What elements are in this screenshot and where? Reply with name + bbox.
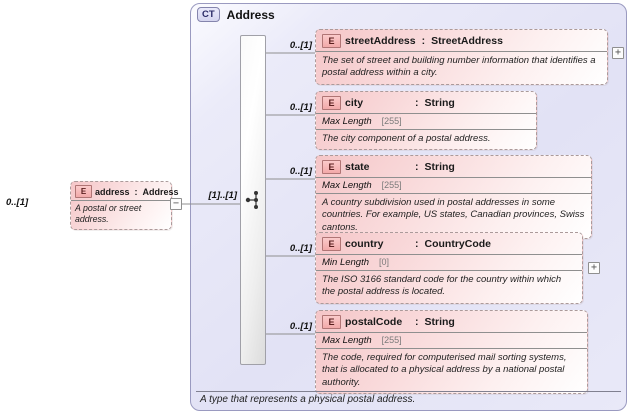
element-name: state	[345, 161, 370, 173]
cardinality-city: 0..[1]	[289, 102, 312, 113]
element-address[interactable]: E address : Address A postal or street a…	[70, 181, 179, 230]
type-separator: :	[415, 238, 419, 250]
type-separator: :	[421, 35, 426, 47]
element-postalCode[interactable]: E postalCode : String Max Length [255] T…	[315, 310, 588, 395]
element-name: address	[95, 186, 130, 197]
facet-value: [0]	[379, 257, 390, 267]
element-icon: E	[75, 185, 92, 198]
element-title-row: E country : CountryCode	[316, 233, 582, 254]
complex-type-title: Address	[226, 7, 275, 22]
footer-divider	[196, 391, 621, 392]
cardinality-streetAddress: 0..[1]	[289, 40, 312, 51]
root-cardinality: 0..[1]	[6, 197, 29, 208]
element-icon: E	[322, 34, 341, 48]
type-separator: :	[415, 97, 419, 109]
element-title-row: E city : String	[316, 92, 536, 113]
element-country[interactable]: E country : CountryCode Min Length [0] T…	[315, 232, 583, 304]
element-title-row: E streetAddress : StreetAddress	[316, 30, 607, 51]
element-type: String	[424, 97, 455, 109]
element-streetAddress[interactable]: E streetAddress : StreetAddress The set …	[315, 29, 608, 85]
element-description: The city component of a postal address.	[316, 129, 536, 149]
facet-label: Min Length	[322, 257, 370, 268]
sequence-compositor-icon	[245, 191, 258, 209]
element-name: streetAddress	[345, 35, 416, 47]
element-description: A postal or street address.	[71, 200, 171, 229]
expand-toggle-streetAddress[interactable]: +	[612, 47, 624, 59]
element-type: String	[424, 161, 455, 173]
element-city[interactable]: E city : String Max Length [255] The cit…	[315, 91, 537, 151]
facet-label: Max Length	[322, 180, 372, 191]
element-title-row: E postalCode : String	[316, 311, 587, 332]
cardinality-postalCode: 0..[1]	[289, 321, 312, 332]
element-icon: E	[322, 96, 341, 110]
element-description: The ISO 3166 standard code for the count…	[316, 270, 582, 303]
cardinality-country: 0..[1]	[289, 243, 312, 254]
element-description: The code, required for computerised mail…	[316, 348, 587, 393]
element-description: The set of street and building number in…	[316, 51, 607, 84]
element-title-row: E state : String	[316, 156, 591, 177]
element-state[interactable]: E state : String Max Length [255] A coun…	[315, 155, 592, 240]
complex-type-icon: CT	[197, 7, 220, 22]
facet-value: [255]	[381, 335, 402, 345]
element-type: String	[424, 316, 455, 328]
expand-toggle-country[interactable]: +	[588, 262, 600, 274]
facet-row: Min Length [0]	[316, 254, 582, 270]
facet-value: [255]	[381, 116, 402, 126]
collapse-toggle[interactable]: −	[170, 198, 182, 210]
element-type: CountryCode	[424, 238, 492, 250]
element-name: country	[345, 238, 384, 250]
element-icon: E	[322, 160, 341, 174]
type-separator: :	[134, 186, 138, 197]
type-separator: :	[415, 316, 419, 328]
element-name: city	[345, 97, 364, 109]
facet-value: [255]	[381, 180, 402, 190]
element-icon: E	[322, 237, 341, 251]
cardinality-state: 0..[1]	[289, 166, 312, 177]
facet-label: Max Length	[322, 116, 372, 127]
facet-row: Max Length [255]	[316, 332, 587, 348]
element-type: StreetAddress	[431, 35, 503, 47]
facet-row: Max Length [255]	[316, 113, 536, 129]
element-description: A country subdivision used in postal add…	[316, 193, 591, 238]
element-title-row: E address : Address	[71, 182, 179, 200]
complex-type-annotation: A type that represents a physical postal…	[200, 394, 416, 405]
element-name: postalCode	[345, 316, 403, 328]
group-cardinality: [1]..[1]	[208, 190, 238, 201]
type-separator: :	[415, 161, 419, 173]
facet-row: Max Length [255]	[316, 177, 591, 193]
element-icon: E	[322, 315, 341, 329]
complex-type-header: CT Address	[197, 7, 275, 22]
element-type: Address	[142, 186, 179, 197]
facet-label: Max Length	[322, 335, 372, 346]
